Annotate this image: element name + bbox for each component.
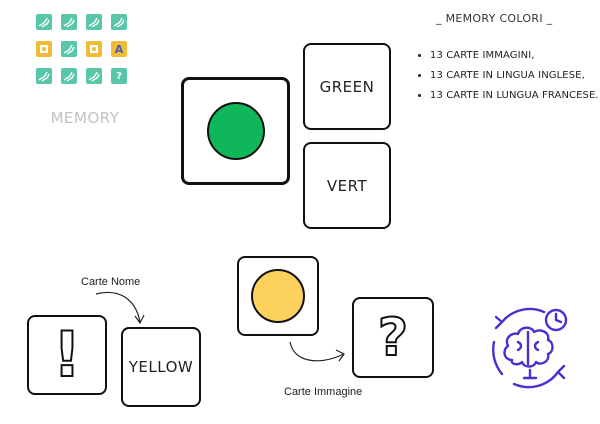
logo-letter: A — [114, 42, 124, 56]
memory-logo: A ? — [36, 14, 132, 104]
caption-image-cards: Carte Immagine — [284, 386, 363, 398]
logo-tile-yellow — [86, 41, 102, 57]
green-circle — [206, 102, 265, 160]
question-card: ? — [352, 297, 434, 378]
yellow-word-card: YELLOW — [121, 327, 201, 407]
caption-name-cards: Carte Nome — [81, 276, 141, 288]
logo-mark: ? — [116, 70, 122, 82]
curved-arrow-icon — [289, 341, 345, 362]
logo-tile-green — [61, 14, 77, 30]
logo-tile-green — [86, 68, 102, 84]
logo-tile-green — [86, 14, 102, 30]
logo-tile-letter: A — [111, 41, 127, 57]
logo-wordmark: MEMORY — [50, 109, 120, 127]
exclamation-icon: ! — [52, 318, 82, 391]
list-item: 13 CARTE IN LUNGUA FRANCESE. — [430, 86, 599, 106]
logo-tile-yellow — [36, 41, 52, 57]
green-image-card — [181, 77, 290, 185]
list-item: 13 CARTE IN LINGUA INGLESE, — [430, 66, 599, 86]
logo-tile-green — [61, 68, 77, 84]
logo-tile-green — [61, 41, 77, 57]
curved-arrow-icon — [95, 291, 145, 325]
vert-word-card: VERT — [303, 142, 391, 229]
page-heading: _ MEMORY COLORI _ — [436, 12, 553, 25]
logo-tile-mark: ? — [111, 68, 127, 84]
card-label-vert: VERT — [326, 176, 368, 195]
brain-memory-icon — [492, 307, 568, 389]
card-label-green: GREEN — [319, 77, 375, 96]
exclamation-card: ! — [27, 315, 107, 395]
list-item: 13 CARTE IMMAGINI, — [430, 46, 599, 66]
deck-contents-list: 13 CARTE IMMAGINI, 13 CARTE IN LINGUA IN… — [412, 46, 599, 106]
logo-tile-green — [36, 14, 52, 30]
logo-tile-green — [111, 14, 127, 30]
yellow-circle — [251, 269, 305, 323]
logo-tile-green — [36, 68, 52, 84]
green-word-card: GREEN — [303, 43, 391, 130]
card-label-yellow: YELLOW — [128, 358, 194, 376]
question-icon: ? — [377, 307, 409, 368]
yellow-image-card — [237, 256, 319, 336]
